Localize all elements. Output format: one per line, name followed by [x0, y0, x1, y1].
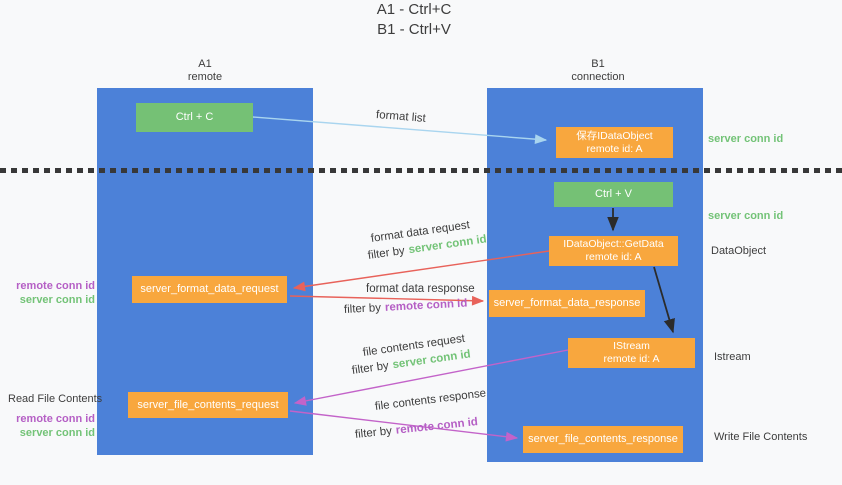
node-server-format-data-request: server_format_data_request: [132, 276, 287, 303]
lane-header-a1: A1 remote: [105, 58, 305, 84]
node-server-format-data-request-label: server_format_data_request: [140, 283, 279, 295]
node-save-dataobject-line1: 保存IDataObject: [576, 129, 653, 142]
node-getdata: IDataObject::GetData remote id: A: [549, 236, 678, 266]
annotation-write-file-contents: Write File Contents: [714, 431, 808, 443]
node-save-dataobject-line2: remote id: A: [586, 142, 643, 155]
lane-header-b1: B1 connection: [498, 58, 698, 84]
node-server-format-data-response-label: server_format_data_response: [493, 297, 641, 309]
title-line-1: A1 - Ctrl+C: [376, 1, 452, 18]
remote-conn-id-text: remote conn id: [384, 297, 468, 314]
annotation-conn-ids-format: remote conn id server conn id: [0, 279, 95, 307]
server-conn-id-annotation: server conn id: [19, 427, 95, 439]
annotation-conn-ids-file: remote conn id server conn id: [0, 412, 95, 440]
node-server-file-contents-response-label: server_file_contents_response: [528, 433, 678, 445]
node-istream-line2: remote id: A: [603, 353, 660, 365]
diagram-title: A1 - Ctrl+C B1 - Ctrl+V: [0, 0, 828, 40]
node-ctrl-c-label: Ctrl + C: [175, 111, 214, 123]
remote-conn-id-annotation: remote conn id: [16, 280, 95, 292]
node-ctrl-v-label: Ctrl + V: [595, 188, 632, 200]
node-server-file-contents-request: server_file_contents_request: [128, 392, 288, 418]
filter-by-text: filter by: [354, 425, 393, 441]
node-getdata-line1: IDataObject::GetData: [563, 238, 664, 250]
node-getdata-line2: remote id: A: [585, 251, 642, 263]
node-ctrl-v: Ctrl + V: [554, 182, 673, 207]
lane-b1-role: connection: [571, 71, 625, 83]
annotation-server-conn-id-mid: server conn id: [708, 210, 784, 222]
node-ctrl-c: Ctrl + C: [136, 103, 253, 132]
server-conn-id-annotation: server conn id: [19, 294, 95, 306]
node-server-file-contents-response: server_file_contents_response: [523, 426, 683, 453]
label-file-contents-response: file contents response: [374, 387, 487, 413]
annotation-read-file-contents: Read File Contents: [8, 393, 103, 405]
title-line-2: B1 - Ctrl+V: [377, 21, 451, 38]
filter-by-text: filter by: [351, 359, 390, 377]
remote-conn-id-text: remote conn id: [395, 416, 479, 437]
remote-conn-id-annotation: remote conn id: [16, 413, 95, 425]
filter-by-text: filter by: [343, 302, 382, 316]
node-istream-line1: IStream: [613, 340, 650, 352]
copy-paste-divider: [0, 168, 842, 173]
node-istream: IStream remote id: A: [568, 338, 695, 368]
annotation-server-conn-id-top: server conn id: [708, 133, 784, 145]
lane-b1-name: B1: [591, 58, 605, 70]
label-format-data-response: format data response: [366, 283, 475, 295]
node-server-file-contents-request-label: server_file_contents_request: [137, 398, 279, 411]
node-server-format-data-response: server_format_data_response: [489, 290, 645, 317]
annotation-dataobject: DataObject: [711, 245, 767, 257]
annotation-istream: Istream: [714, 351, 751, 363]
lane-a1-name: A1: [198, 58, 212, 70]
node-save-dataobject: 保存IDataObject remote id: A: [556, 127, 673, 158]
label-format-list: format list: [375, 109, 427, 125]
lane-a1-role: remote: [187, 71, 223, 83]
filter-by-text: filter by: [367, 244, 406, 262]
